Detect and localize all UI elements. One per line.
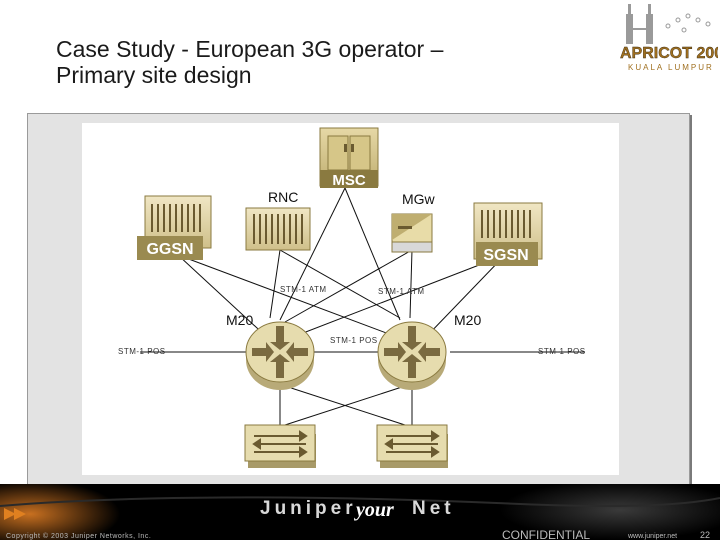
link-msc-left (279, 187, 346, 321)
footer-bar: Juniper your Net Copyright © 2003 Junipe… (0, 484, 720, 540)
link-mgw-right (409, 249, 413, 319)
switch-left-icon (244, 424, 316, 468)
copyright-text: Copyright © 2003 Juniper Networks, Inc. (6, 532, 151, 540)
url-text: www.juniper.net (627, 533, 677, 540)
page-number: 22 (700, 530, 710, 540)
brand-juniper: Juniper (260, 498, 357, 519)
switch-right-icon (376, 424, 448, 468)
petronas-towers-icon (626, 4, 653, 44)
brand-net: Net (412, 498, 455, 519)
sgsn-node: SGSN (473, 202, 543, 266)
ggsn-node: GGSN (137, 195, 212, 260)
router-left-label: M20 (226, 312, 253, 328)
stm1-pos-center-label: STM-1 POS (330, 336, 378, 345)
rnc-node (245, 207, 311, 251)
footer-grey-glow (500, 484, 720, 540)
link-labels: STM-1 ATM STM-1 ATM STM-1 POS STM-1 POS … (118, 285, 586, 356)
title-line-2: Primary site design (56, 62, 252, 88)
confidential-text: CONFIDENTIAL (502, 528, 590, 540)
link-rnc-left (269, 249, 281, 319)
slide-title: Case Study - European 3G operator – Prim… (56, 36, 443, 88)
footer-orange-glow (0, 484, 120, 540)
link-sgsn-right (424, 254, 506, 339)
brand-your: your (354, 499, 394, 521)
ggsn-label: GGSN (146, 241, 193, 258)
link-msc-right (344, 187, 401, 321)
stm1-pos-right-label: STM-1 POS (538, 347, 586, 356)
link-cross-2 (284, 385, 406, 426)
mgw-node (391, 213, 433, 253)
msc-label: MSC (332, 172, 366, 189)
links (140, 187, 585, 426)
router-left-icon (245, 321, 315, 390)
router-right-label: M20 (454, 312, 481, 328)
stm1-atm-left-label: STM-1 ATM (280, 285, 327, 294)
sgsn-label: SGSN (483, 247, 528, 264)
stm1-pos-left-label: STM-1 POS (118, 347, 166, 356)
link-sgsn-left (284, 254, 506, 341)
link-rnc-right (279, 249, 401, 319)
link-mgw-left (284, 249, 413, 323)
msc-node: MSC (319, 127, 379, 189)
title-line-1: Case Study - European 3G operator – (56, 36, 444, 62)
dots-decoration (665, 13, 711, 33)
router-right-icon (377, 321, 447, 390)
chevron-icons (4, 508, 26, 520)
mgw-label: MGw (402, 191, 436, 207)
logo-text: APRICOT 2004 (620, 45, 718, 62)
rnc-label: RNC (268, 189, 298, 205)
footer-graphic: Juniper your Net Copyright © 2003 Junipe… (0, 484, 720, 540)
apricot-logo: APRICOT 2004 KUALA LUMPUR (620, 4, 718, 72)
footer-swoosh (0, 496, 720, 507)
logo-subtext: KUALA LUMPUR (628, 63, 714, 72)
stm1-atm-right-label: STM-1 ATM (378, 287, 425, 296)
link-ggsn-left (177, 254, 271, 341)
network-diagram: MSC RNC MGw GGSN (118, 127, 586, 468)
